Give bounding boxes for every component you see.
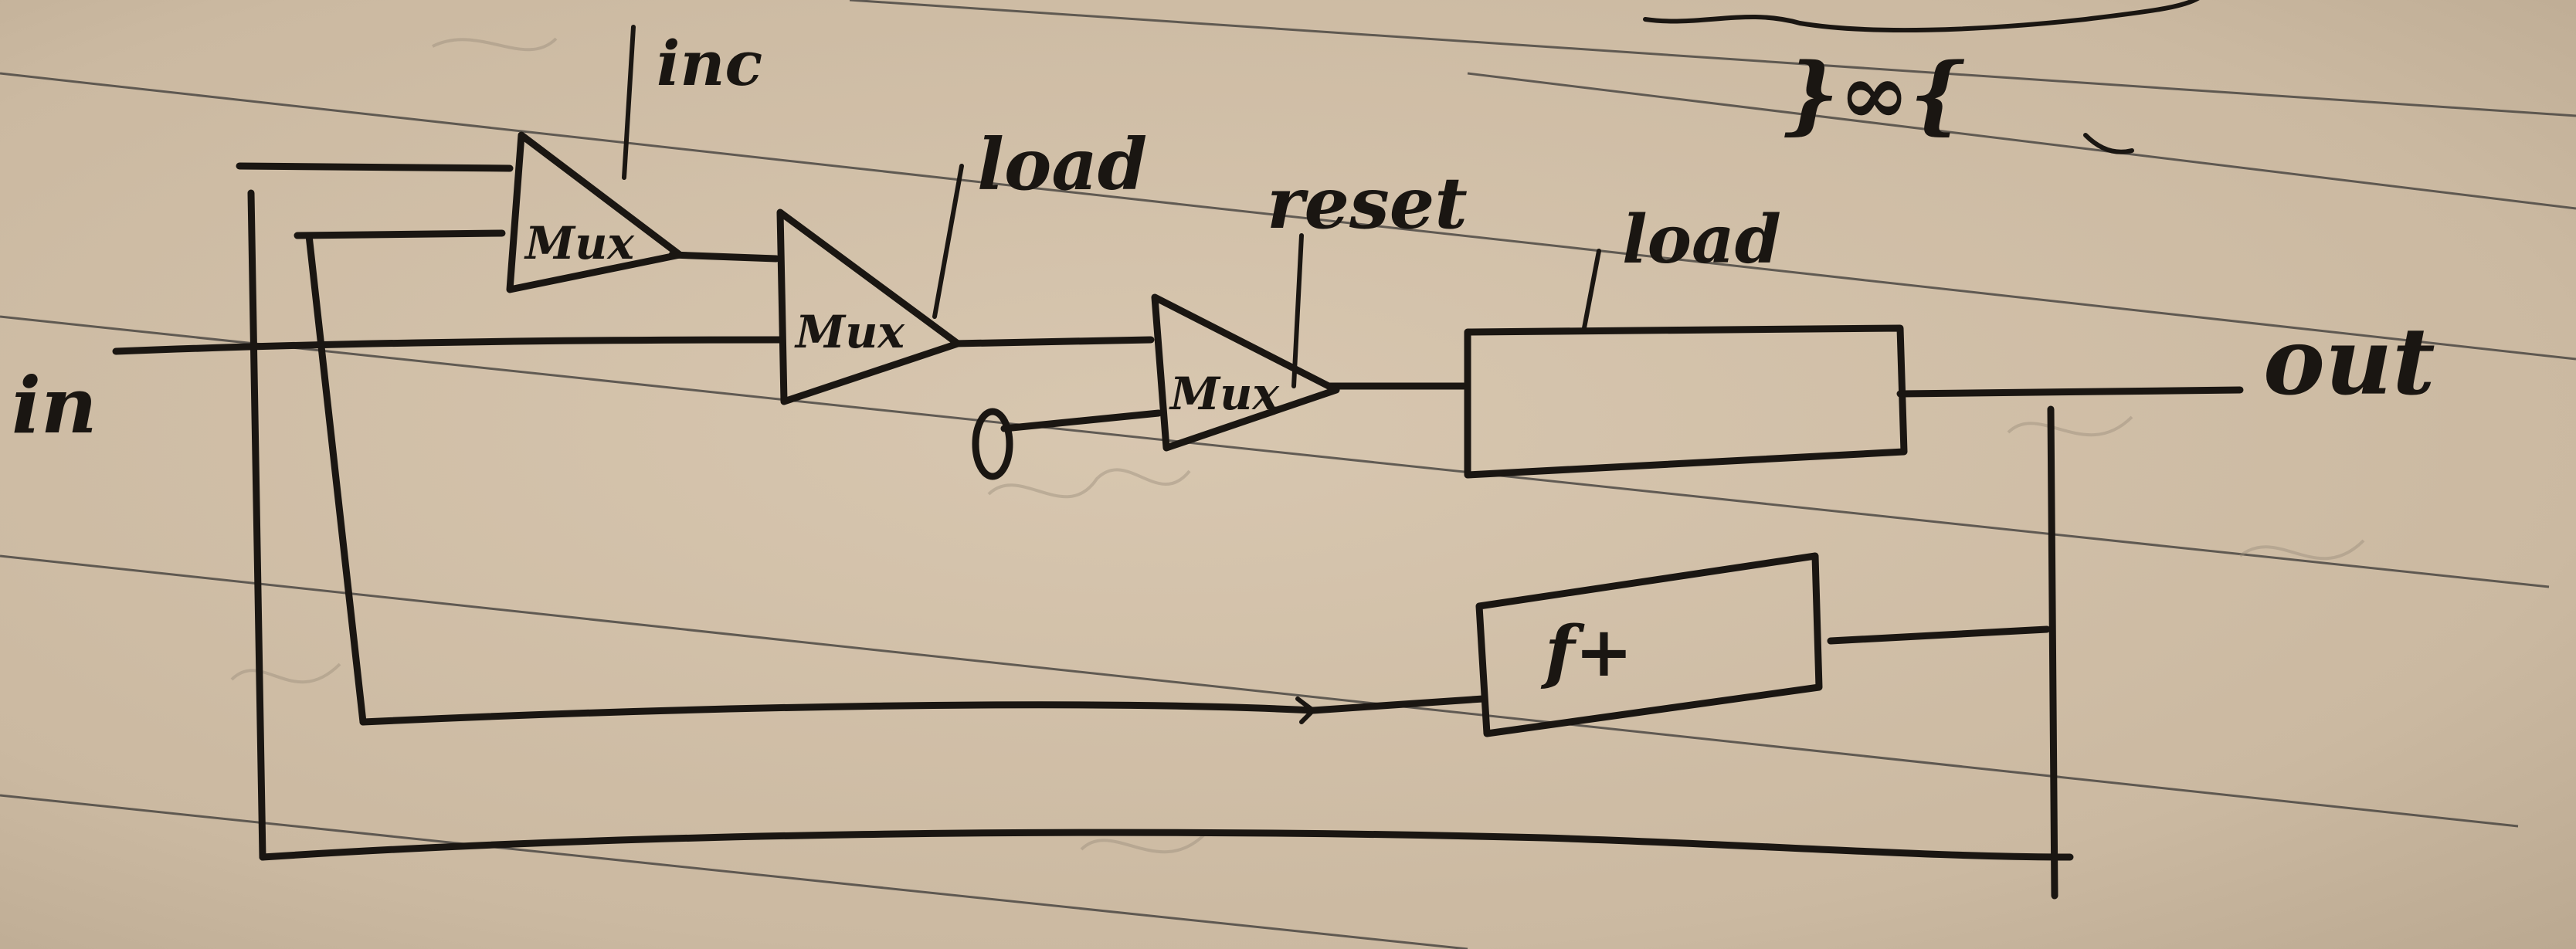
zero-constant bbox=[972, 408, 1013, 480]
reset-control-line bbox=[1291, 233, 1304, 388]
top-scribbles bbox=[1643, 0, 2200, 154]
fplus-block-shape bbox=[1475, 552, 1823, 737]
fplus-block: f+ bbox=[1475, 552, 1823, 737]
inner-loop-bottom-wire bbox=[359, 695, 1487, 726]
fplus-output-wire bbox=[1827, 625, 2051, 645]
bottom-loop-wire bbox=[259, 829, 2074, 861]
register bbox=[1464, 324, 1908, 479]
mux-1-label: Mux bbox=[524, 217, 635, 269]
load2-control-line bbox=[1581, 249, 1601, 334]
mux-1: Mux bbox=[506, 131, 684, 293]
register-shape bbox=[1464, 324, 1908, 479]
mux-1-shape bbox=[506, 131, 684, 293]
mux-2: Mux bbox=[776, 208, 962, 405]
load1-control-line bbox=[932, 164, 964, 319]
mux1-bottom-input-wire bbox=[294, 229, 506, 239]
mux-3-shape bbox=[1151, 293, 1340, 452]
output-wire bbox=[1896, 386, 2244, 398]
wires bbox=[112, 25, 2244, 900]
feedback-arrow-icon bbox=[1295, 696, 1315, 724]
mux-3: Mux bbox=[1151, 293, 1340, 452]
load-label-1: load bbox=[977, 123, 1147, 206]
left-loop-vertical bbox=[247, 189, 266, 861]
mux1-to-mux2-wire bbox=[668, 251, 780, 263]
mux2-to-mux3-wire bbox=[950, 336, 1155, 347]
load-label-2: load bbox=[1622, 201, 1781, 279]
margin-scribble: }∞{ bbox=[1784, 44, 1964, 144]
output-label: out bbox=[2263, 307, 2435, 416]
right-feedback-vertical bbox=[2047, 405, 2058, 900]
zero-to-mux3-wire bbox=[1000, 409, 1162, 432]
inc-control-line bbox=[622, 25, 636, 180]
fplus-label: f+ bbox=[1540, 611, 1633, 693]
mux-3-label: Mux bbox=[1169, 368, 1280, 420]
input-label: in bbox=[12, 360, 97, 451]
mux1-top-input-wire bbox=[236, 162, 514, 172]
inc-label: inc bbox=[657, 27, 762, 100]
mux-2-label: Mux bbox=[794, 306, 905, 358]
mux-2-shape bbox=[776, 208, 962, 405]
bleed-through-marks bbox=[230, 37, 2365, 854]
reset-label: reset bbox=[1267, 161, 1468, 245]
zero-constant-shape bbox=[972, 408, 1013, 480]
input-wire bbox=[112, 336, 784, 355]
inner-loop-vertical bbox=[305, 232, 367, 726]
